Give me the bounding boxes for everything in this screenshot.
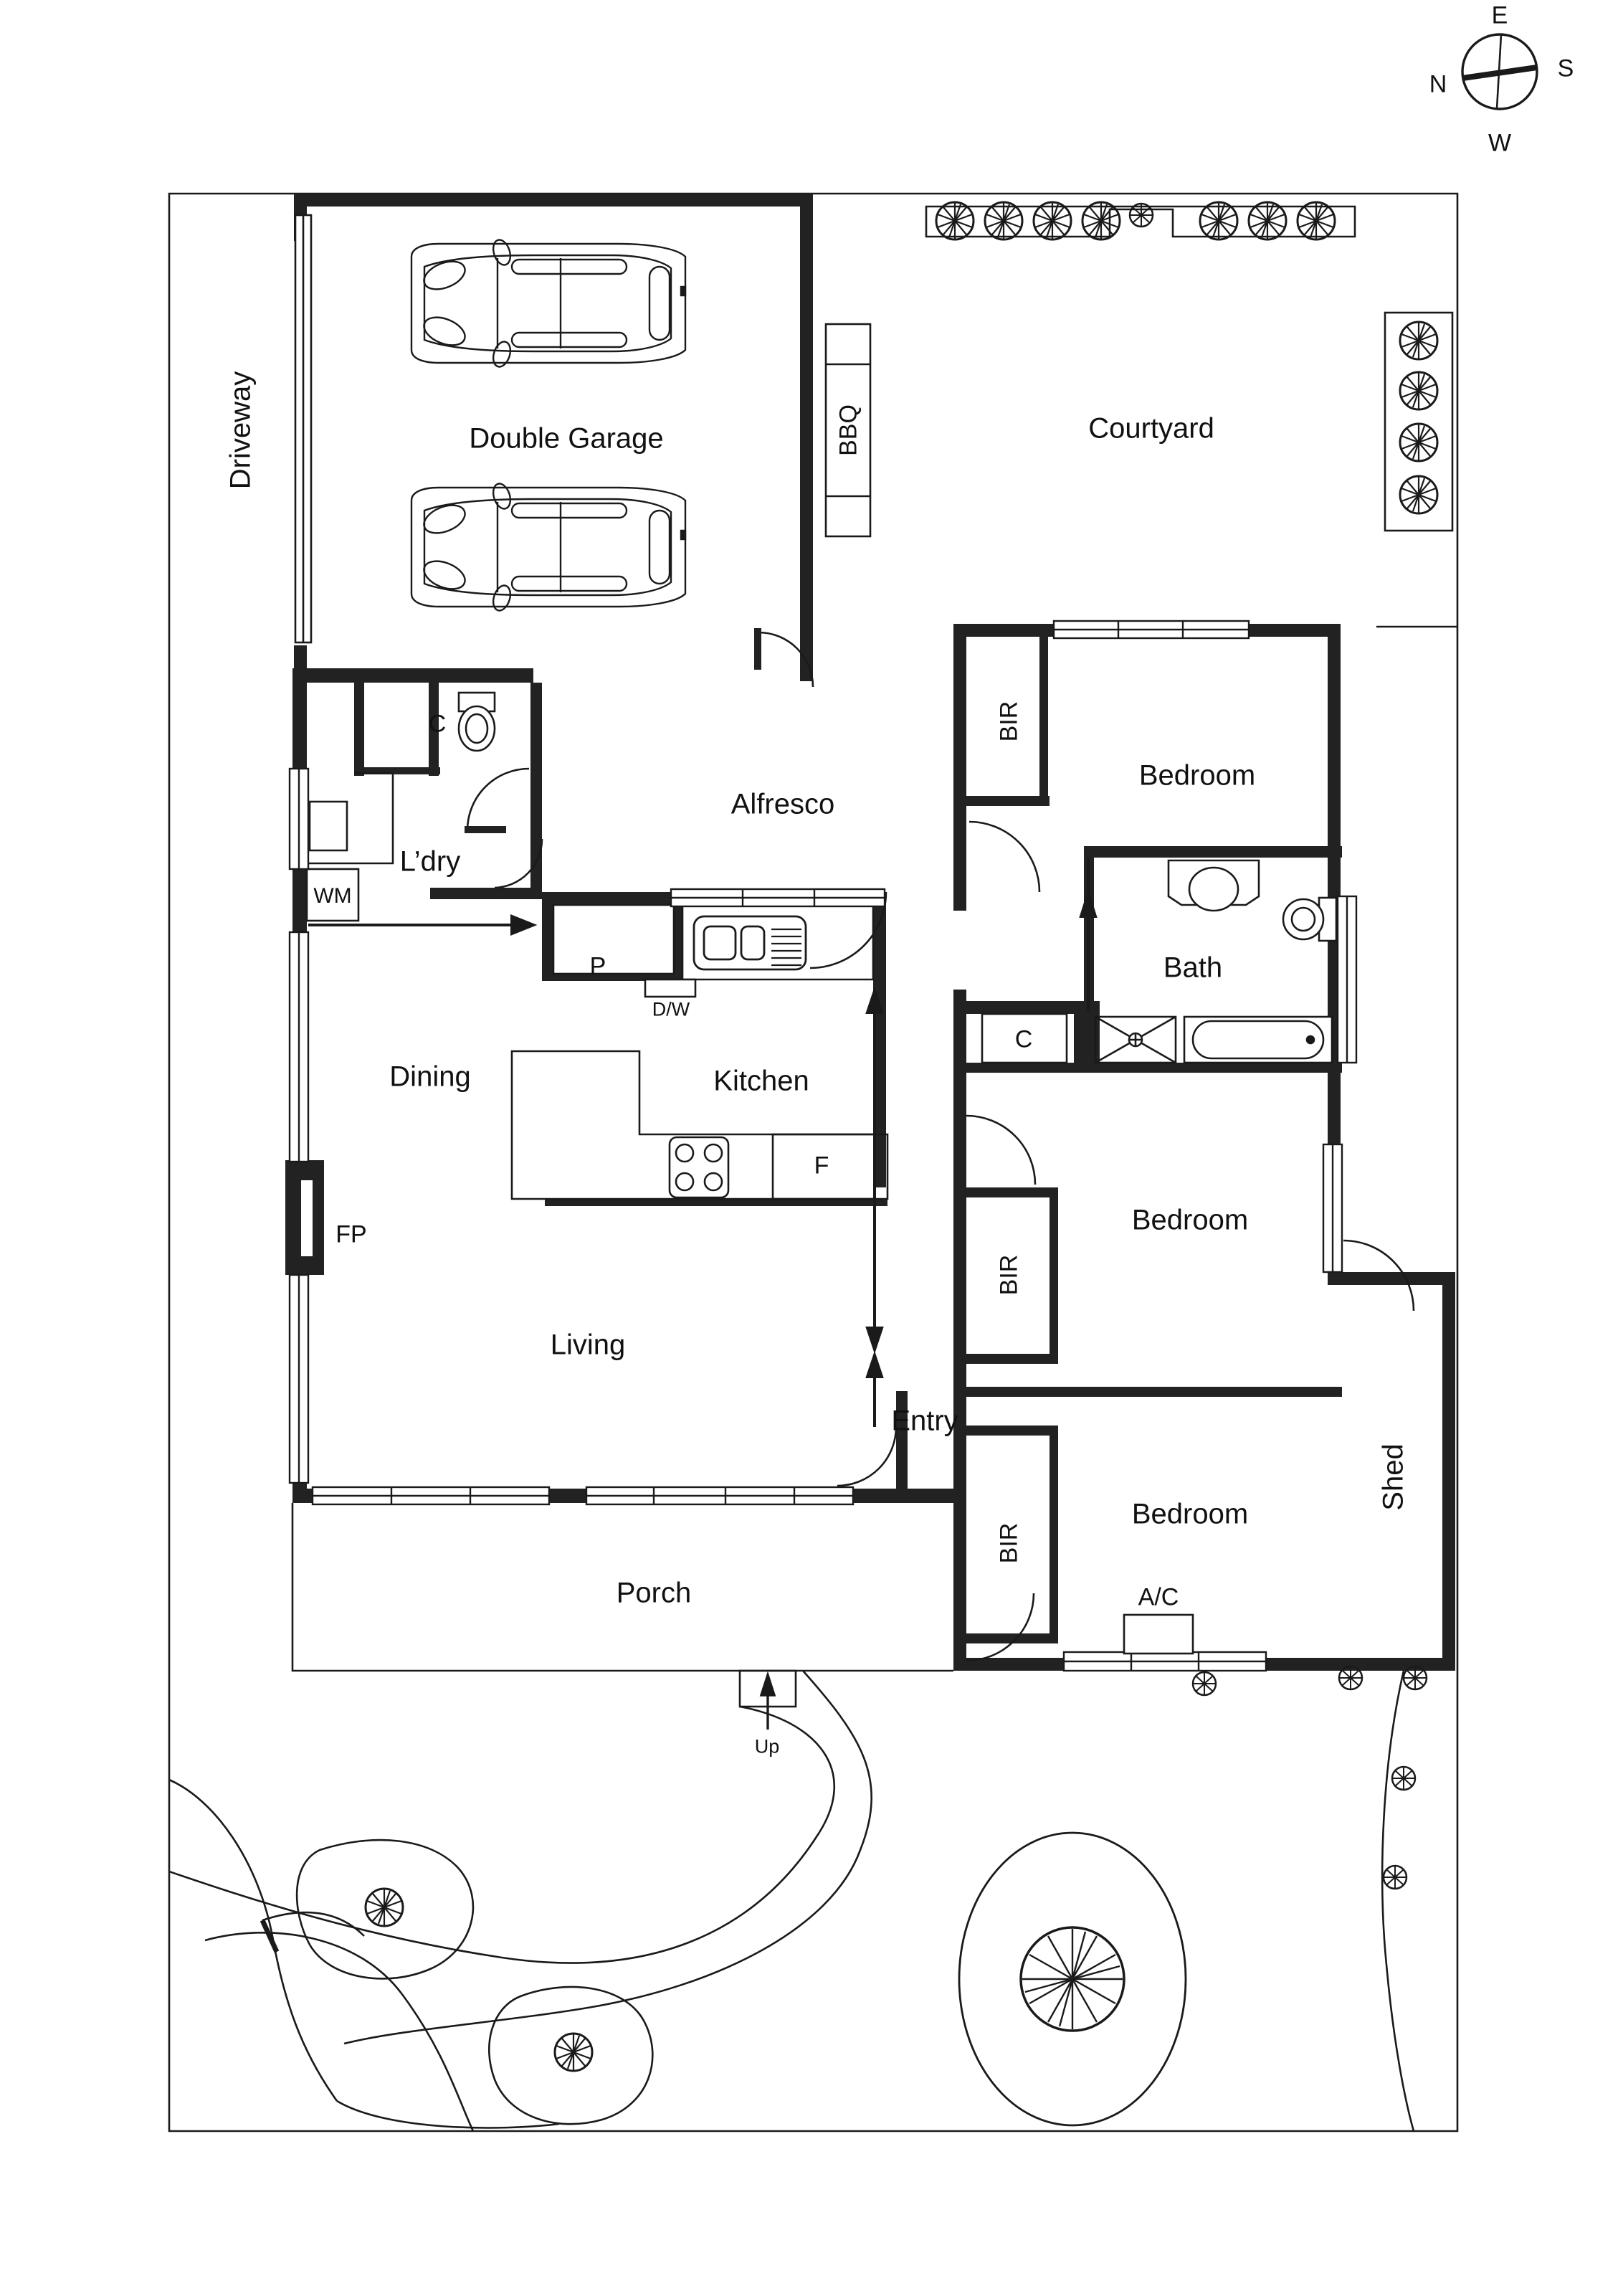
laundry-trough [308,800,348,852]
room-label-dining: Dining [389,1061,471,1093]
garden-shrubs-right [1382,1665,1428,1890]
air-conditioner-box [1123,1613,1194,1655]
fixture-label-stairs-up: Up [754,1735,780,1757]
bedroom3-door-swing [966,1593,1035,1662]
room-label-bath: Bath [1163,952,1223,984]
window-living-front [311,1486,551,1506]
garage-door [294,214,313,644]
compass-rose [1461,33,1538,110]
porch-outline [291,1503,953,1672]
room-label-double-garage: Double Garage [469,422,664,455]
garden-edge-right [1381,1670,1415,2132]
room-label-courtyard: Courtyard [1088,412,1214,445]
shower [1094,1015,1177,1064]
toilet-door-swing [465,767,530,833]
kitchen-alfresco-door-swing [809,891,887,969]
interior-walls [285,683,908,1499]
garden-bed-oval-tree [958,1831,1187,2127]
laundry-door-swing [494,838,543,889]
fixture-label-fireplace: FP [335,1220,367,1248]
garden-edge-accent [260,1919,280,1953]
site-boundary [168,192,1459,2133]
room-label-alfresco: Alfresco [730,788,835,820]
kitchen-sink [692,915,807,971]
bir-2 [966,1187,1058,1364]
laundry-bench [308,772,394,865]
garden-bigtree [1019,1926,1125,2032]
cooktop [668,1136,730,1199]
compass-label-east: E [1491,1,1508,29]
bbq-bench [824,323,872,538]
room-label-shed: Shed [1377,1443,1409,1511]
bedroom1-door-swing [968,820,1041,893]
toilet-fixture [457,691,496,752]
room-label-kitchen: Kitchen [713,1065,809,1097]
car-top [410,237,687,370]
cupboard-hall-box [981,1012,1068,1064]
dishwasher-box [644,978,697,998]
room-label-driveway: Driveway [224,371,257,490]
window-bath [1336,895,1358,1064]
garage-door-swing [754,628,814,688]
shed-door-swing [1343,1239,1415,1311]
garden-shrub-mid [553,2032,594,2072]
car-bottom [410,480,687,614]
bir-3 [966,1425,1058,1643]
window-dining-left [288,931,310,1163]
window-kitchen [670,888,886,908]
kitchen-island [510,1050,889,1200]
fixture-label-bir-1: BIR [995,701,1023,742]
entry-door-swing [837,1426,898,1487]
garden-bed-mid [487,1986,654,2125]
compass-label-west: W [1488,129,1512,157]
bir-1 [966,637,1050,806]
bath-basin [1167,859,1260,912]
pantry-box [552,903,675,975]
garden-shrub-left [364,1887,404,1927]
fixture-label-cupboard-hall: C [1014,1025,1033,1053]
fixture-label-dishwasher: D/W [652,998,690,1020]
front-garden-paths [168,1670,872,2132]
fixture-label-air-conditioner: A/C [1138,1583,1179,1611]
circulation-arrow-kitchen [865,986,884,1219]
window-bedroom1 [1052,620,1250,640]
fixture-label-washing-machine: WM [313,884,352,908]
fixture-label-pantry: P [589,952,606,980]
bath-toilet [1282,896,1338,942]
bathtub [1183,1015,1333,1064]
fixture-label-cupboard-laundry: C [428,710,447,738]
fixture-label-fridge: F [814,1152,829,1180]
circulation-arrow-bath [1079,858,1098,1011]
fixture-label-bir-3: BIR [995,1522,1023,1564]
room-label-bedroom-3: Bedroom [1131,1498,1249,1530]
fixture-label-bir-2: BIR [995,1254,1023,1296]
room-label-porch: Porch [616,1577,692,1609]
bedroom2-bedroom3-wall [966,1387,1342,1397]
bedroom2-door-swing [966,1114,1037,1185]
porch-step-arrow [759,1671,776,1730]
fixture-label-bbq: BBQ [834,404,862,456]
window-laundry [288,767,310,871]
window-bedroom2-right [1322,1143,1343,1273]
entry-hall-walls [908,1489,953,1503]
compass-label-south: S [1557,54,1574,82]
laundry-flow-arrow [308,914,538,936]
window-bedroom3-front [1062,1651,1267,1672]
room-label-entry: Entry [891,1405,958,1437]
compass-label-north: N [1429,70,1447,98]
window-living-front-2 [585,1486,855,1506]
garden-bed-left [295,1839,475,1980]
room-label-living: Living [550,1329,626,1361]
circulation-arrow-entry [865,1219,884,1427]
room-label-laundry: L’dry [399,845,461,878]
courtyard-planter-top [925,205,1356,238]
room-label-bedroom-1: Bedroom [1138,759,1256,792]
washing-machine-box [305,868,360,922]
window-living-left [288,1273,310,1484]
room-label-bedroom-2: Bedroom [1131,1204,1249,1236]
fireplace-opening [301,1180,313,1256]
